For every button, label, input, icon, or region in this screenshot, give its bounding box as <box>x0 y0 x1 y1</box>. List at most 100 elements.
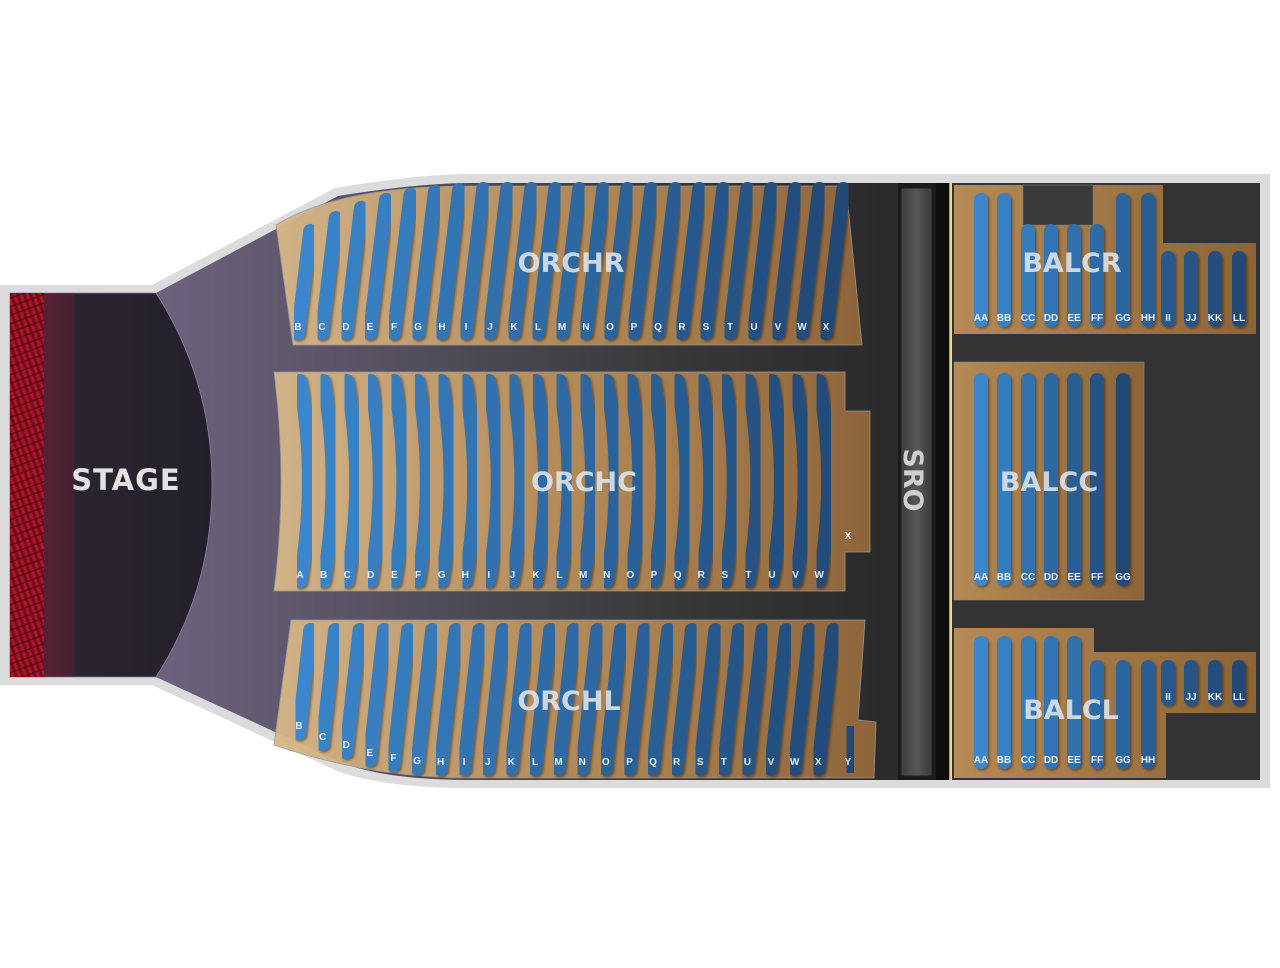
seat-row-balcl-hh[interactable]: HH <box>1141 660 1155 769</box>
seat-row-bar[interactable] <box>1021 224 1035 327</box>
seat-row-bar[interactable] <box>386 623 416 772</box>
seat-row-bar[interactable] <box>693 623 723 776</box>
seat-row-bar[interactable] <box>599 374 623 588</box>
seat-row-orchl-c[interactable]: C <box>315 623 343 751</box>
seat-row-bar[interactable] <box>997 193 1011 327</box>
seat-row-balcr-jj[interactable]: JJ <box>1184 251 1198 327</box>
seat-row-bar[interactable] <box>1161 251 1175 327</box>
seat-row-bar[interactable] <box>1116 373 1130 586</box>
seat-row-balcc-dd[interactable]: DD <box>1044 373 1058 586</box>
seat-row-orchc-u[interactable]: U <box>765 374 788 588</box>
seat-row-orchl-i[interactable]: I <box>457 623 487 776</box>
seat-row-bar[interactable] <box>997 636 1011 769</box>
seat-row-orchl-m[interactable]: M <box>551 623 581 776</box>
seat-row-balcc-aa[interactable]: AA <box>974 373 988 586</box>
seat-row-bar[interactable] <box>694 374 718 588</box>
seat-row-bar[interactable] <box>339 201 368 340</box>
seat-row-orchr-o[interactable]: O <box>603 182 635 340</box>
seat-row-orchl-g[interactable]: G <box>410 623 440 775</box>
seat-row-bar[interactable] <box>1067 373 1081 586</box>
seat-row-orchc-h[interactable]: H <box>458 374 482 588</box>
seat-row-orchc-p[interactable]: P <box>647 374 670 588</box>
seat-row-orchc-g[interactable]: G <box>434 374 458 588</box>
seat-row-orchc-m[interactable]: M <box>576 374 600 588</box>
seat-row-bar[interactable] <box>1116 193 1130 327</box>
seat-row-orchr-t[interactable]: T <box>723 182 755 340</box>
seat-row-orchl-d[interactable]: D <box>339 623 367 759</box>
seat-row-bar[interactable] <box>481 374 505 588</box>
seat-row-bar[interactable] <box>819 182 851 340</box>
seat-row-orchc-k[interactable]: K <box>529 374 552 588</box>
seat-row-bar[interactable] <box>623 374 647 588</box>
seat-row-orchr-v[interactable]: V <box>771 182 803 340</box>
seat-row-orchr-r[interactable]: R <box>675 182 707 340</box>
seat-row-orchl-u[interactable]: U <box>740 623 770 776</box>
seat-row-balcr-gg[interactable]: GG <box>1115 193 1131 327</box>
seat-row-orchr-x[interactable]: X <box>819 182 851 340</box>
seat-row-balcr-cc[interactable]: CC <box>1021 224 1035 327</box>
seat-row-orchl-k[interactable]: K <box>504 623 534 776</box>
seat-row-bar[interactable] <box>1044 224 1058 327</box>
seat-row-orchc-o[interactable]: O <box>623 374 647 588</box>
seat-row-orchc-r[interactable]: R <box>694 374 718 588</box>
seat-row-bar[interactable] <box>974 373 988 586</box>
seat-row-orchr-c[interactable]: C <box>315 211 343 340</box>
seat-row-orchc-f[interactable]: F <box>411 374 434 588</box>
seat-row-bar[interactable] <box>459 182 491 340</box>
seat-row-bar[interactable] <box>598 623 629 776</box>
seat-row-balcc-cc[interactable]: CC <box>1021 373 1035 586</box>
seat-row-bar[interactable] <box>480 623 511 776</box>
seat-row-orchl-o[interactable]: O <box>598 623 629 776</box>
seat-row-orchr-w[interactable]: W <box>795 182 827 340</box>
seat-row-orchr-p[interactable]: P <box>627 182 659 340</box>
seat-row-bar[interactable] <box>316 374 340 588</box>
seat-row-orchl-e[interactable]: E <box>362 623 392 767</box>
seat-row-bar[interactable] <box>670 374 694 588</box>
seat-row-balcr-kk[interactable]: KK <box>1208 251 1223 327</box>
seat-row-bar[interactable] <box>795 182 827 340</box>
seat-row-balcr-dd[interactable]: DD <box>1044 224 1058 327</box>
seat-row-balcr-aa[interactable]: AA <box>974 193 988 327</box>
seat-row-balcl-ii[interactable]: II <box>1161 660 1175 706</box>
seat-row-bar[interactable] <box>627 182 659 340</box>
seat-row-bar[interactable] <box>340 374 364 588</box>
seat-row-bar[interactable] <box>552 374 576 588</box>
seat-row-balcc-gg[interactable]: GG <box>1115 373 1131 586</box>
seat-row-orchl-b[interactable]: B <box>292 623 318 740</box>
seat-row-bar[interactable] <box>410 623 440 775</box>
seat-row-bar[interactable] <box>529 374 552 588</box>
seat-row-bar[interactable] <box>1021 636 1035 769</box>
seat-row-orchr-g[interactable]: G <box>411 185 442 340</box>
seat-row-orchc-w[interactable]: W <box>812 374 836 588</box>
seat-row-bar[interactable] <box>555 182 587 340</box>
seat-row-bar[interactable] <box>699 182 731 340</box>
seat-row-bar[interactable] <box>747 182 779 340</box>
seat-row-bar[interactable] <box>974 193 988 327</box>
seat-row-balcr-ll[interactable]: LL <box>1232 251 1246 327</box>
seat-row-bar[interactable] <box>647 374 670 588</box>
seat-row-balcl-aa[interactable]: AA <box>974 636 988 769</box>
seat-row-bar[interactable] <box>1141 193 1155 327</box>
seat-row-bar[interactable] <box>551 623 581 776</box>
seat-row-orchl-n[interactable]: N <box>575 623 605 776</box>
seat-row-bar[interactable] <box>315 623 343 751</box>
seat-row-bar[interactable] <box>1090 373 1104 586</box>
seat-row-balcl-dd[interactable]: DD <box>1044 636 1058 769</box>
seat-row-orchr-s[interactable]: S <box>699 182 731 340</box>
seat-row-balcl-jj[interactable]: JJ <box>1184 660 1198 706</box>
seat-row-bar[interactable] <box>811 623 841 776</box>
seat-row-bar[interactable] <box>291 224 318 340</box>
seat-row-balcr-ff[interactable]: FF <box>1090 224 1104 327</box>
seat-row-balcc-bb[interactable]: BB <box>997 373 1011 586</box>
seat-row-bar[interactable] <box>411 374 434 588</box>
seat-row-balcr-hh[interactable]: HH <box>1141 193 1155 327</box>
seat-row-bar[interactable] <box>1208 660 1222 706</box>
seat-row-orchr-m[interactable]: M <box>555 182 587 340</box>
seat-row-orchr-l[interactable]: L <box>531 182 563 340</box>
seat-row-bar[interactable] <box>363 193 393 340</box>
seat-row-bar[interactable] <box>997 373 1011 586</box>
seat-row-orchl-l[interactable]: L <box>528 623 558 776</box>
seat-row-bar[interactable] <box>1208 251 1222 327</box>
seat-row-bar[interactable] <box>669 623 699 776</box>
seat-row-bar[interactable] <box>723 182 755 340</box>
